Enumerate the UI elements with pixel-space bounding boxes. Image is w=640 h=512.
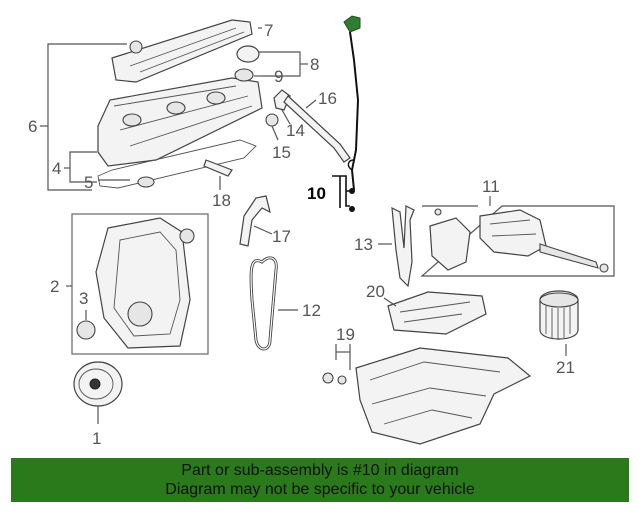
callout-14: 14 [286, 121, 305, 140]
oil-pan-group [322, 344, 532, 445]
engine-parts-diagram: 1 2 3 4 5 6 7 8 9 10 11 12 13 14 15 16 1… [28, 15, 615, 448]
callout-4: 4 [52, 159, 61, 178]
callout-7: 7 [264, 21, 273, 40]
pcv-pipe [203, 159, 233, 177]
callout-1: 1 [92, 429, 101, 448]
pcv-grommet [265, 113, 279, 127]
drain-plug [322, 372, 334, 384]
crank-seal [76, 320, 96, 340]
callout-bracket-6 [47, 43, 127, 191]
breather-hose [283, 95, 351, 163]
dipstick-tube [349, 31, 360, 191]
callout-10: 10 [307, 184, 326, 203]
valve-cover [97, 77, 263, 167]
callout-21: 21 [556, 358, 575, 377]
callout-18: 18 [212, 191, 231, 210]
oil-dipstick-assembly [332, 15, 361, 212]
callout-bracket-19 [335, 344, 351, 370]
banner-line-2: Diagram may not be specific to your vehi… [165, 481, 475, 498]
dipstick-handle [343, 15, 361, 33]
callout-2: 2 [50, 277, 59, 296]
timing-chain-group [249, 205, 415, 351]
oil-pump [429, 217, 471, 271]
valve-cover-gasket [97, 139, 257, 189]
callout-17: 17 [272, 227, 291, 246]
callout-19: 19 [336, 325, 355, 344]
callout-15: 15 [272, 143, 291, 162]
coil-cover [111, 19, 253, 83]
callout-20: 20 [366, 282, 385, 301]
oil-pan [355, 347, 532, 445]
timing-cover-group [66, 213, 209, 355]
callout-13: 13 [354, 235, 373, 254]
callout-9: 9 [274, 67, 283, 86]
balancer-shaft [539, 243, 599, 269]
callout-bracket-4 [69, 151, 97, 183]
callout-12: 12 [302, 301, 321, 320]
timing-cover [95, 217, 191, 349]
callout-16: 16 [318, 89, 337, 108]
callout-bracket-10 [332, 175, 350, 208]
banner-line-1: Part or sub-assembly is #10 in diagram [181, 462, 459, 479]
pcv-hose [239, 195, 271, 247]
callout-8: 8 [310, 55, 319, 74]
timing-cover-box [71, 213, 209, 355]
balancer-housing [479, 209, 547, 257]
oil-filter [539, 290, 579, 356]
crankshaft-pulley [73, 361, 123, 424]
baffle-plate [387, 291, 487, 335]
chain-guide [391, 205, 415, 288]
oil-cap-small [129, 40, 143, 54]
pcv-hose-group [203, 159, 273, 247]
callout-11: 11 [482, 177, 500, 196]
drain-washer [337, 375, 347, 385]
timing-chain [249, 256, 278, 351]
baffle-plate-group [383, 291, 487, 335]
callout-6: 6 [28, 117, 37, 136]
oil-pump-group [420, 196, 615, 277]
valve-cover-group [40, 19, 351, 191]
part-notice-banner: Part or sub-assembly is #10 in diagram D… [11, 458, 629, 502]
callout-5: 5 [84, 173, 93, 192]
oil-filler-cap [236, 45, 260, 63]
callout-3: 3 [79, 289, 88, 308]
oil-cap-seal [234, 68, 254, 82]
